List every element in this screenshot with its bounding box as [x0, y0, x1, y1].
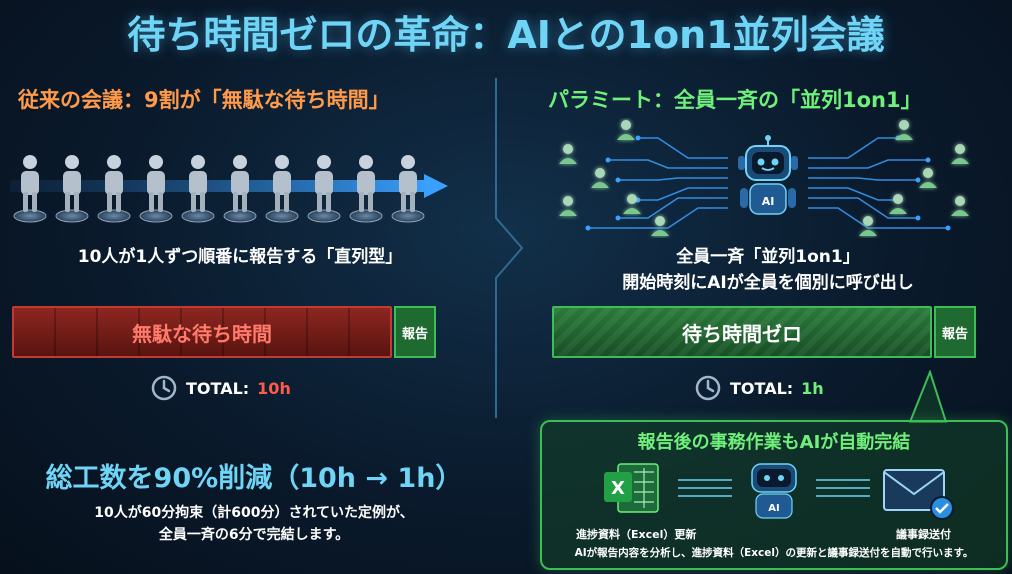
total-value-right: 1h — [801, 378, 824, 398]
clock-icon — [151, 375, 177, 401]
parallel-heading: パラミート：全員一斉の「並列1on1」 — [548, 88, 922, 112]
robot-badge: AI — [762, 195, 775, 208]
report-segment-left: 報告 — [394, 306, 436, 358]
person-icon — [591, 168, 609, 188]
serial-queue-illustration — [10, 155, 448, 223]
person-icon — [559, 144, 577, 164]
parallel-caption-1: 全員一斉「並列1on1」 — [676, 247, 860, 267]
divider-chevron — [495, 78, 524, 418]
summary-text: 10人が60分拘束（計600分）されていた定例が、 全員一斉の6分で完結します。 — [24, 502, 484, 546]
minutes-label: 議事録送付 — [896, 528, 951, 541]
svg-text:X: X — [611, 478, 625, 499]
person-icon — [181, 155, 215, 223]
total-left: TOTAL: 10h — [150, 374, 291, 402]
zero-wait-bar: 待ち時間ゼロ — [552, 306, 932, 358]
automation-flow: X AI — [604, 463, 954, 520]
person-icon — [13, 155, 47, 223]
total-label-right: TOTAL: — [730, 378, 794, 398]
person-icon — [951, 196, 969, 216]
automation-heading: 報告後の事務作業もAIが自動完結 — [637, 432, 911, 453]
page-title: 待ち時間ゼロの革命：AIとの1on1並列会議 — [127, 13, 885, 57]
person-icon — [139, 155, 173, 223]
summary-heading: 総工数を90%削減（10h → 1h） — [45, 463, 463, 494]
excel-icon: X — [604, 463, 659, 513]
excel-label: 進捗資料（Excel）更新 — [576, 528, 697, 541]
waste-time-bar: 無駄な待ち時間 — [12, 306, 392, 358]
person-icon — [889, 194, 907, 214]
person-icon — [895, 120, 913, 140]
person-icon — [617, 120, 635, 140]
person-icon — [623, 194, 641, 214]
summary-line-2: 全員一斉の6分で完結します。 — [158, 527, 350, 543]
robot-icon: AI — [738, 135, 798, 215]
clock-icon — [695, 375, 721, 401]
person-icon — [951, 144, 969, 164]
total-right: TOTAL: 1h — [694, 374, 824, 402]
parallel-caption-2: 開始時刻にAIが全員を個別に呼び出し — [622, 273, 914, 293]
person-icon — [307, 155, 341, 223]
summary-line-1: 10人が60分拘束（計600分）されていた定例が、 — [94, 505, 414, 521]
report-segment-right: 報告 — [934, 306, 976, 358]
person-icon — [223, 155, 257, 223]
total-label-left: TOTAL: — [186, 378, 250, 398]
person-icon — [651, 216, 669, 236]
person-icon — [919, 168, 937, 188]
person-icon — [559, 196, 577, 216]
person-icon — [391, 155, 425, 223]
person-icon — [349, 155, 383, 223]
person-icon — [55, 155, 89, 223]
total-value-left: 10h — [257, 378, 291, 398]
person-icon — [265, 155, 299, 223]
automation-note: AIが報告内容を分析し、進捗資料（Excel）の更新と議事録送付を自動で行います… — [574, 547, 974, 559]
robot-icon: AI — [751, 463, 797, 519]
callout-pointer — [908, 370, 948, 423]
person-icon — [97, 155, 131, 223]
panel-robot-badge: AI — [768, 503, 779, 514]
mail-check-icon — [883, 469, 954, 520]
serial-heading: 従来の会議：9割が「無駄な待ち時間」 — [18, 88, 390, 112]
parallel-illustration: AI — [559, 120, 969, 236]
serial-caption: 10人が1人ずつ順番に報告する「直列型」 — [77, 247, 403, 267]
person-icon — [859, 216, 877, 236]
